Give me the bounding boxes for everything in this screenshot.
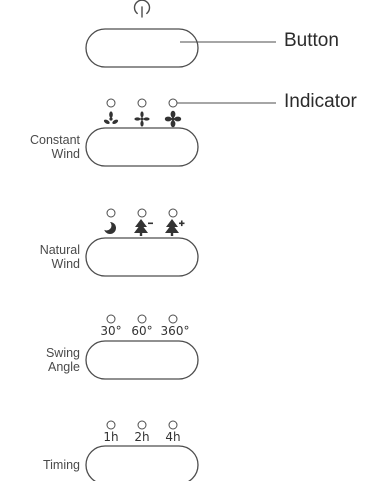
timing-1h-label: 1h xyxy=(103,430,119,444)
button-callout-label: Button xyxy=(284,30,339,51)
constant-wind-button[interactable] xyxy=(85,127,199,167)
indicator-light xyxy=(106,314,116,324)
constant-wind-label: Constant Wind xyxy=(29,133,80,161)
indicator-light xyxy=(168,420,178,430)
power-icon xyxy=(133,0,151,18)
indicator-light xyxy=(106,208,116,218)
indicator-light xyxy=(137,420,147,430)
indicator-light xyxy=(137,208,147,218)
indicator-callout-label: Indicator xyxy=(284,91,357,112)
natural-wind-indicators xyxy=(106,208,178,218)
tree-minus-icon xyxy=(134,219,153,236)
indicator-light xyxy=(168,314,178,324)
swing-angle-indicators xyxy=(106,314,178,324)
indicator-light xyxy=(168,98,178,108)
fan-medium-icon xyxy=(134,111,150,127)
power-button[interactable] xyxy=(85,28,199,68)
indicator-light xyxy=(106,420,116,430)
indicator-light xyxy=(137,98,147,108)
timing-button[interactable] xyxy=(85,445,199,481)
swing-angle-360-label: 360° xyxy=(160,324,190,338)
swing-angle-30-label: 30° xyxy=(100,324,122,338)
constant-wind-indicators xyxy=(106,98,178,108)
natural-wind-label: Natural Wind xyxy=(39,243,80,271)
timing-2h-label: 2h xyxy=(134,430,150,444)
timing-label: Timing xyxy=(42,458,80,472)
swing-angle-label: Swing Angle xyxy=(45,346,80,374)
fan-high-icon xyxy=(164,110,182,128)
indicator-light xyxy=(106,98,116,108)
indicator-light xyxy=(137,314,147,324)
natural-wind-button[interactable] xyxy=(85,237,199,277)
timing-4h-label: 4h xyxy=(165,430,181,444)
swing-angle-60-label: 60° xyxy=(131,324,153,338)
indicator-light xyxy=(168,208,178,218)
timing-indicators xyxy=(106,420,178,430)
tree-plus-icon xyxy=(165,219,185,236)
moon-sleep-icon xyxy=(101,220,116,234)
swing-angle-button[interactable] xyxy=(85,340,199,380)
fan-low-icon xyxy=(103,111,119,125)
